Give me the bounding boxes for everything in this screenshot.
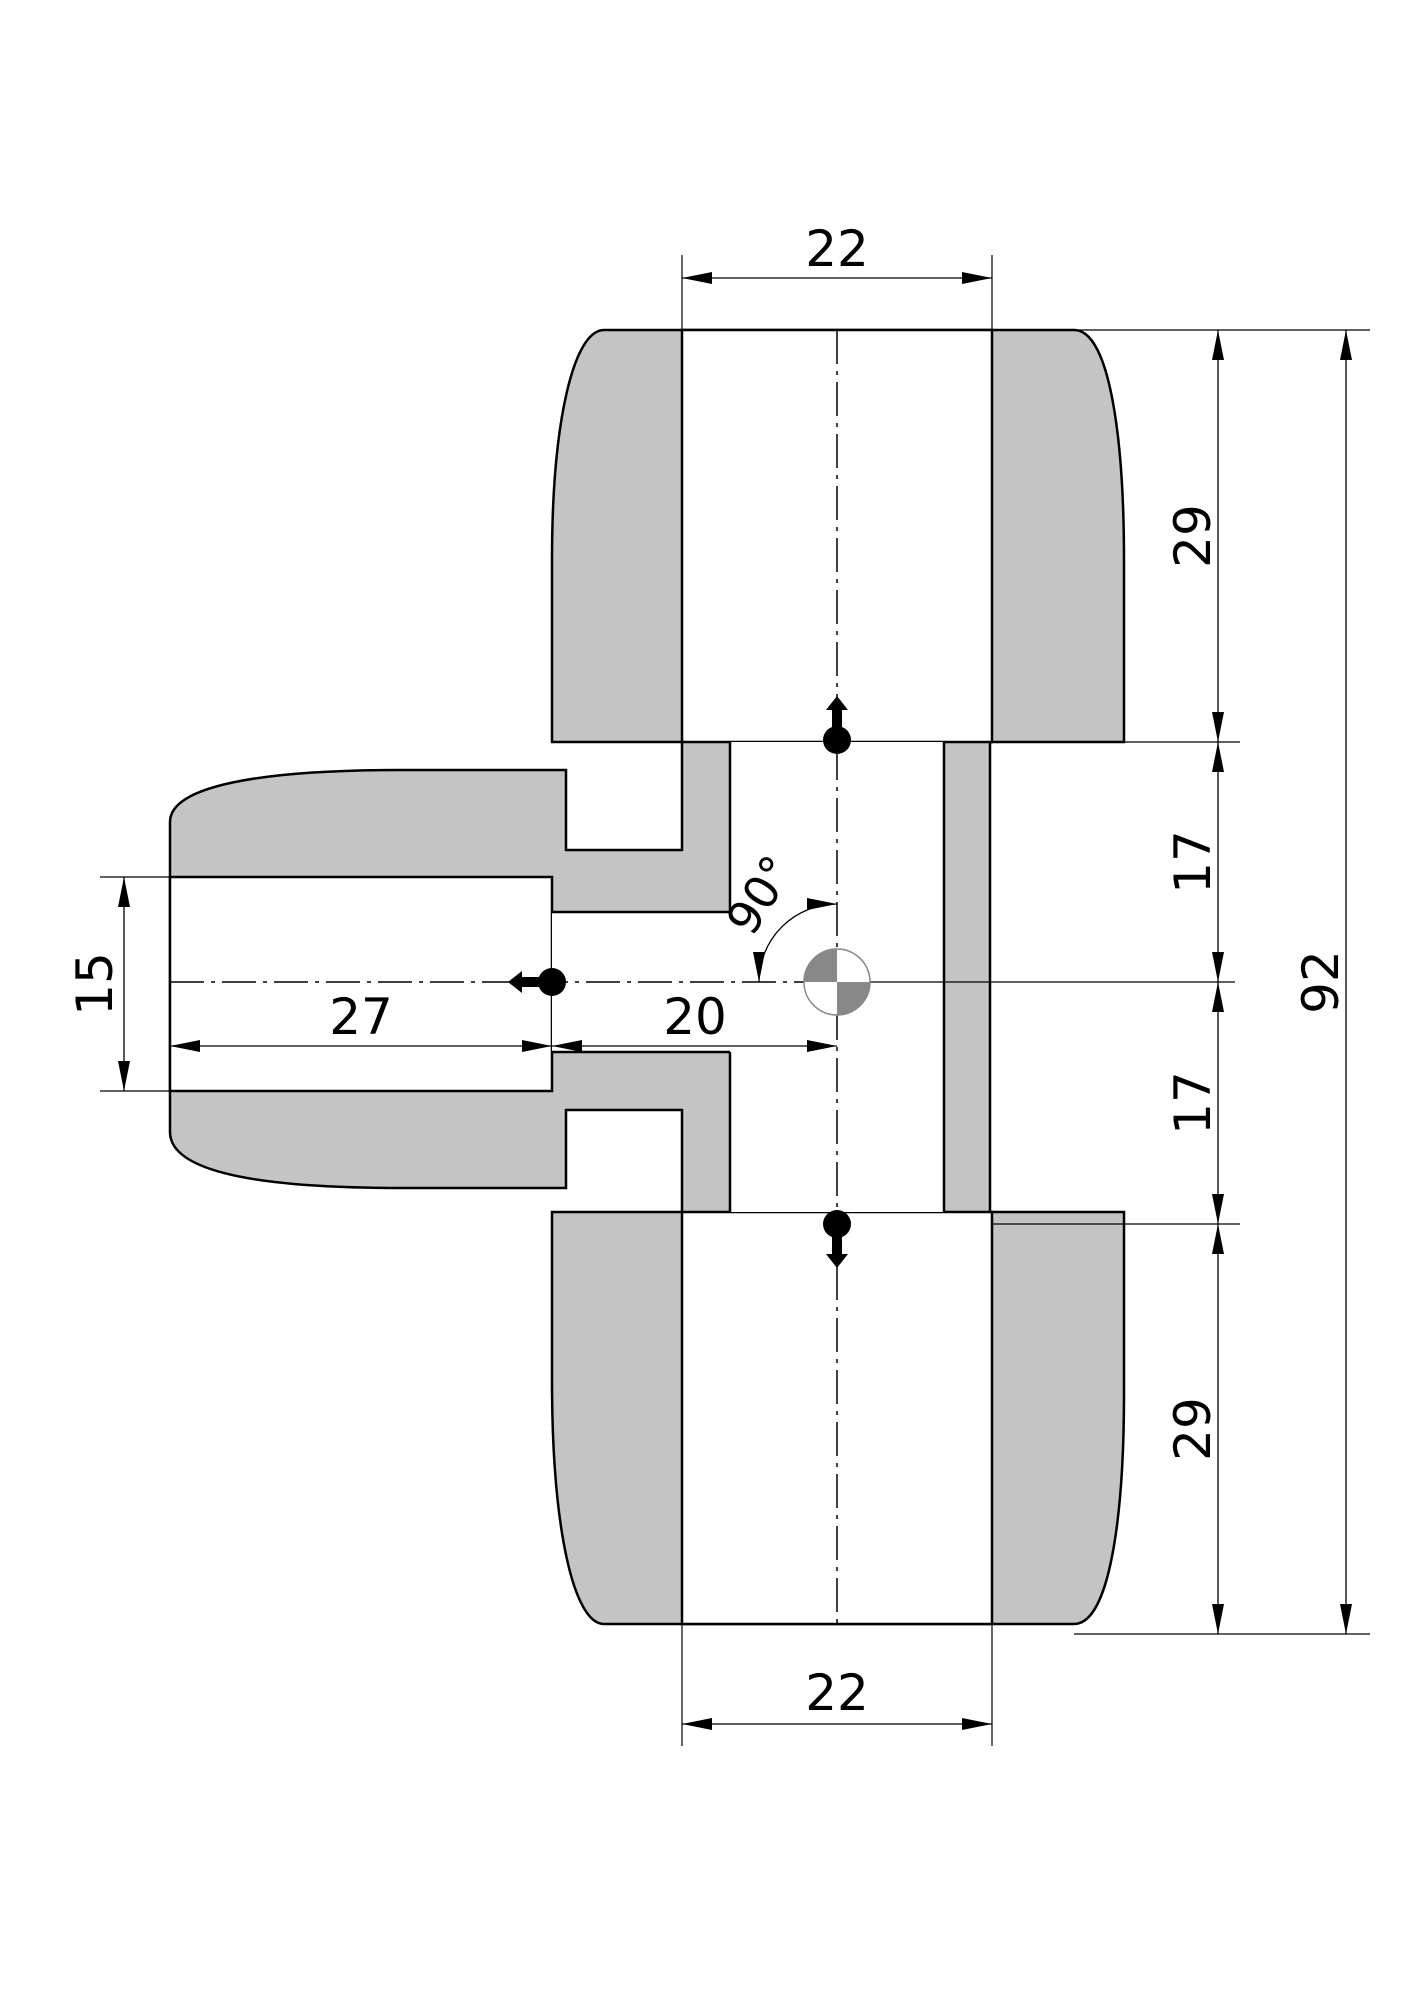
side-diameter-dimension: 15 xyxy=(66,876,170,1092)
right-vertical-dimensions: 29 17 17 29 92 xyxy=(992,329,1370,1635)
connection-markers xyxy=(508,696,851,1268)
side-diameter-label: 15 xyxy=(66,952,124,1016)
top-width-dimension: 22 xyxy=(681,220,993,330)
bottom-depth-label: 29 xyxy=(1164,1397,1222,1461)
bottom-width-label: 22 xyxy=(805,1664,869,1722)
top-width-label: 22 xyxy=(805,220,869,278)
bottom-connection-marker xyxy=(823,1210,851,1268)
side-connection-marker xyxy=(508,968,566,996)
center-symbol xyxy=(803,948,871,1016)
overall-height-label: 92 xyxy=(1292,950,1350,1014)
top-connection-marker xyxy=(823,696,851,754)
side-offset-label: 20 xyxy=(663,988,727,1046)
lower-center-label: 17 xyxy=(1164,1071,1222,1135)
bottom-width-dimension: 22 xyxy=(681,1624,993,1746)
top-depth-label: 29 xyxy=(1164,504,1222,568)
side-depth-label: 27 xyxy=(329,988,393,1046)
upper-center-label: 17 xyxy=(1164,830,1222,894)
side-length-dimensions: 27 20 xyxy=(170,988,837,1052)
side-bore xyxy=(168,875,554,1093)
